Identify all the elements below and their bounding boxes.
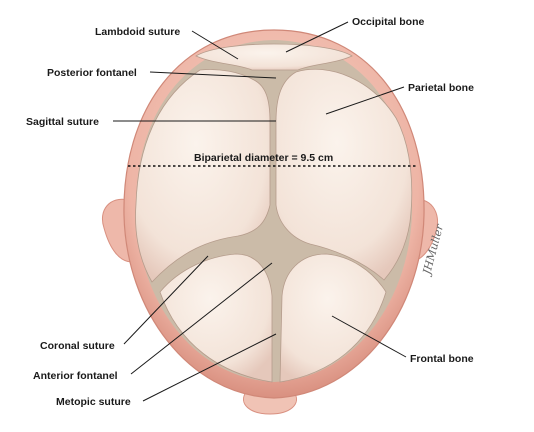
label-parietal-bone: Parietal bone [408, 82, 474, 94]
label-metopic-suture: Metopic suture [56, 396, 131, 408]
leader-metopic-suture [142, 333, 277, 402]
leader-frontal-bone [331, 315, 407, 358]
label-posterior-fontanel: Posterior fontanel [47, 67, 137, 79]
leader-coronal-suture [123, 255, 209, 345]
leader-occipital-bone [285, 21, 349, 53]
leader-anterior-fontanel [130, 262, 273, 375]
leader-lambdoid-suture [191, 30, 239, 60]
label-anterior-fontanel: Anterior fontanel [33, 370, 118, 382]
label-frontal-bone: Frontal bone [410, 353, 474, 365]
label-biparietal-diameter: Biparietal diameter = 9.5 cm [194, 152, 333, 164]
occipital-bone [195, 43, 353, 71]
leader-posterior-fontanel [149, 71, 277, 79]
left-parietal-bone [135, 69, 271, 283]
right-frontal-bone [279, 253, 387, 383]
label-occipital-bone: Occipital bone [352, 16, 425, 28]
label-coronal-suture: Coronal suture [40, 340, 115, 352]
right-parietal-bone [275, 68, 413, 281]
leader-parietal-bone [325, 86, 405, 115]
label-lambdoid-suture: Lambdoid suture [95, 26, 180, 38]
label-sagittal-suture: Sagittal suture [26, 116, 99, 128]
